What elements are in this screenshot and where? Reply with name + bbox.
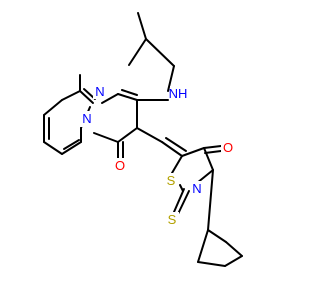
bond [145,38,175,67]
bond [165,137,187,152]
bond [43,141,63,155]
bond [63,139,80,150]
bond [171,155,183,174]
s-ring-label: S [167,173,176,188]
bond [43,99,63,116]
n-lower-label: N [82,111,91,126]
bond [101,93,119,104]
bond [61,141,82,155]
bond [117,127,138,143]
n-upper-label: N [95,84,104,99]
bond [197,229,209,263]
bonds [43,12,243,267]
n-thiazolidine-label: N [192,181,201,196]
bond [196,169,214,184]
molecule-structure: NH N N O O S N S [43,12,243,267]
bond [207,169,214,231]
bond [173,188,185,213]
bond [203,147,214,171]
o-thiazolidine-label: O [223,140,233,155]
bond [197,261,226,267]
bond [161,141,183,157]
bond [137,12,147,40]
bond [117,93,138,101]
bond [61,90,81,101]
bond [136,127,163,143]
bond [79,90,94,104]
molecule-canvas: NH N N O O S N S [43,12,243,267]
bond [177,190,190,215]
o-pyrimidinone-label: O [115,158,125,173]
bond [207,229,227,243]
nh-label: NH [169,86,188,101]
bond [181,147,205,157]
bond [225,241,243,257]
bond [128,38,147,66]
bond [224,255,243,267]
bond [93,132,119,143]
s-thione-label: S [168,212,177,227]
bond [203,145,222,149]
atom-labels: NH N N O O S N S [80,83,235,228]
bond [167,65,175,92]
bond [121,89,138,96]
bond [204,150,222,154]
